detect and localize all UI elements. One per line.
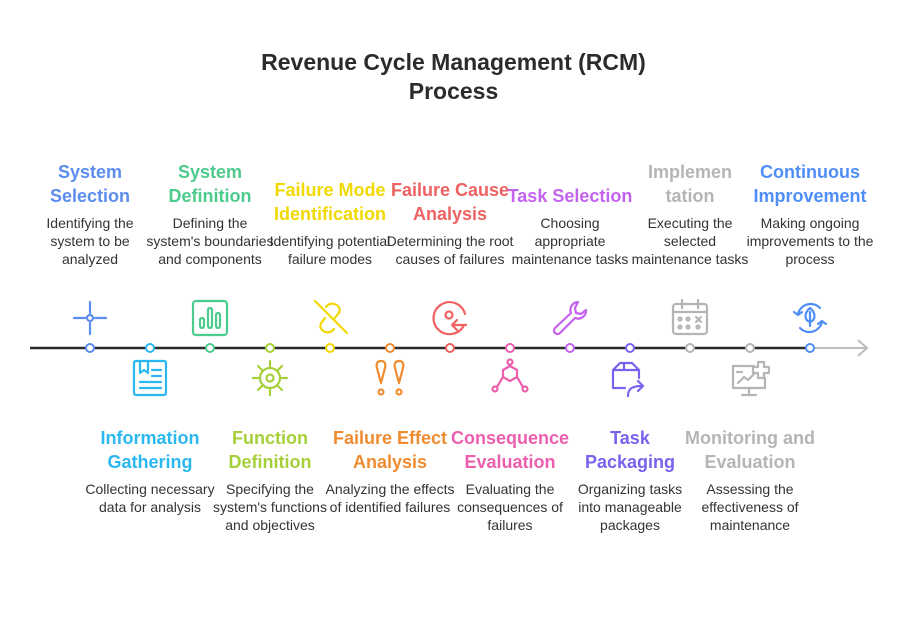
timeline-dot — [445, 343, 455, 353]
timeline-dot — [205, 343, 215, 353]
timeline-dot — [565, 343, 575, 353]
step-title: Failure Cause Analysis — [390, 180, 510, 224]
rotate-arrow-icon — [430, 298, 470, 338]
package-arrow-icon — [610, 358, 650, 398]
step-title: Consequence Evaluation — [450, 428, 570, 472]
cycle-leaf-icon — [790, 298, 830, 338]
step-title: Task Selection — [507, 186, 633, 206]
step-description: Executing the selected maintenance tasks — [631, 215, 749, 267]
exclamation-icon — [370, 358, 410, 398]
step-description: Identifying the system to be analyzed — [46, 215, 134, 267]
diagram-title: Revenue Cycle Management (RCM) Process — [0, 48, 907, 106]
step-description: Evaluating the consequences of failures — [457, 481, 563, 533]
step-title: Continuous Improvement — [753, 162, 867, 206]
step-description: Determining the root causes of failures — [386, 233, 514, 267]
bar-chart-icon — [190, 298, 230, 338]
step-title: Implemen tation — [647, 162, 733, 206]
step-title: Function Definition — [228, 428, 312, 472]
timeline-dot — [625, 343, 635, 353]
network-icon — [490, 358, 530, 398]
document-icon — [130, 358, 170, 398]
step-title: Monitoring and Evaluation — [685, 428, 815, 472]
step-title: Failure Mode Identification — [274, 180, 386, 224]
timeline-dot — [265, 343, 275, 353]
step-description: Analyzing the effects of identified fail… — [325, 481, 455, 515]
step-description: Organizing tasks into manageable package… — [577, 481, 683, 533]
title-line-2: Process — [408, 78, 499, 104]
step-description: Specifying the system's functions and ob… — [213, 481, 327, 533]
timeline-dot — [805, 343, 815, 353]
calendar-icon — [670, 298, 710, 338]
timeline-dot — [385, 343, 395, 353]
timeline-dot — [85, 343, 95, 353]
timeline-dot — [745, 343, 755, 353]
gear-icon — [250, 358, 290, 398]
step-description: Choosing appropriate maintenance tasks — [511, 215, 629, 267]
crosshair-icon — [70, 298, 110, 338]
timeline-dot — [685, 343, 695, 353]
timeline-dot — [325, 343, 335, 353]
step-description: Assessing the effectiveness of maintenan… — [701, 481, 799, 533]
timeline-dot — [145, 343, 155, 353]
step-title: Information Gathering — [100, 428, 200, 472]
step-description: Defining the system's boundaries and com… — [146, 215, 274, 267]
monitor-chart-icon — [730, 358, 770, 398]
step-title: System Definition — [168, 162, 252, 206]
timeline-arrowhead — [857, 339, 869, 357]
title-line-1: Revenue Cycle Management (RCM) — [261, 49, 646, 75]
step-description: Collecting necessary data for analysis — [85, 481, 215, 515]
step-description: Identifying potential failure modes — [269, 233, 391, 267]
broken-link-icon — [310, 298, 350, 338]
step-description: Making ongoing improvements to the proce… — [746, 215, 874, 267]
wrench-icon — [550, 298, 590, 338]
step-title: Task Packaging — [584, 428, 676, 472]
step-title: System Selection — [49, 162, 131, 206]
step-title: Failure Effect Analysis — [332, 428, 448, 472]
timeline-dot — [505, 343, 515, 353]
